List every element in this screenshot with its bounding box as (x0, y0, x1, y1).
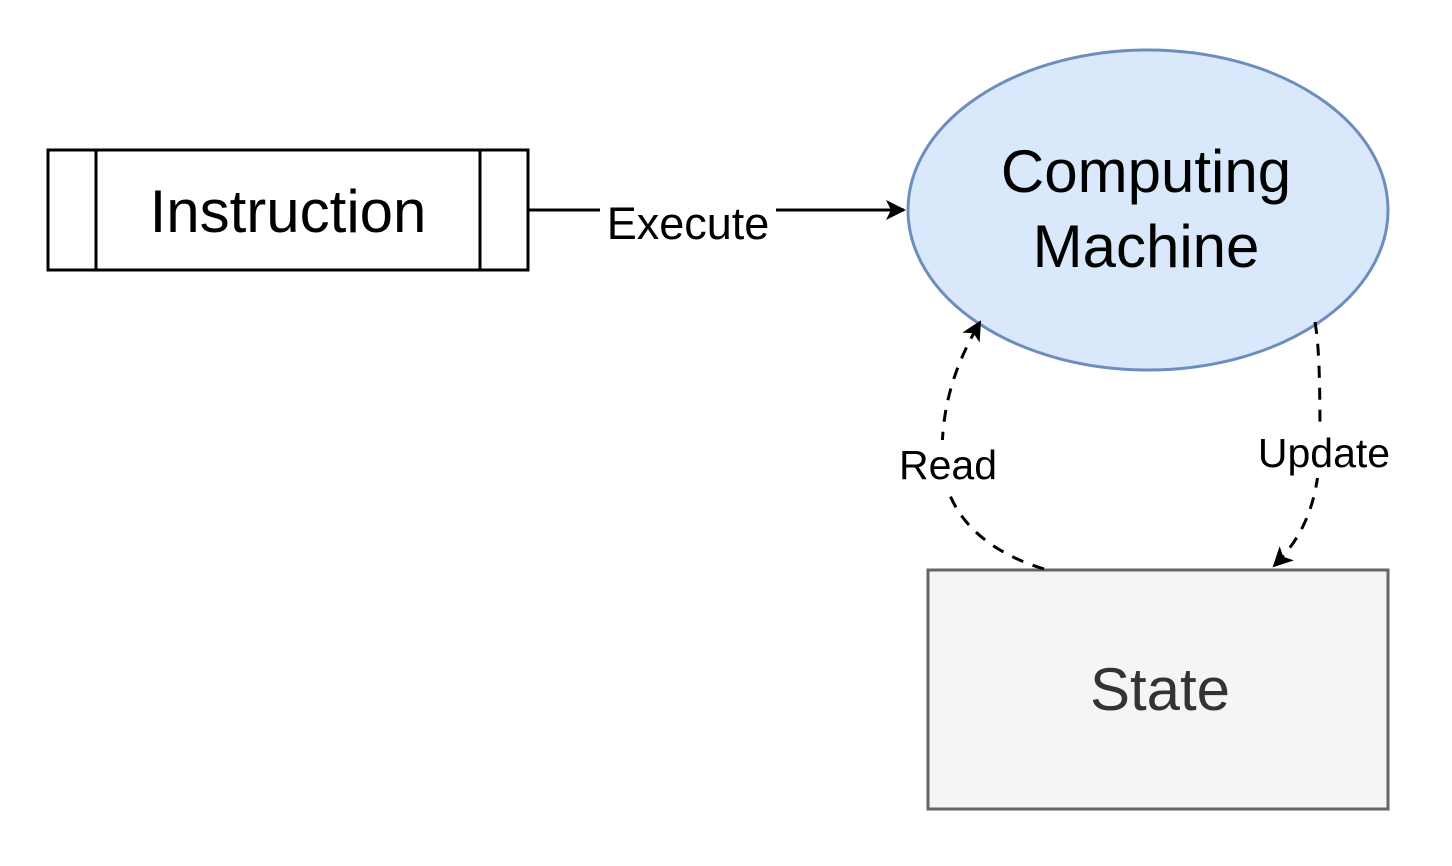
read-label-bg (890, 440, 1006, 490)
computing-machine-ellipse (906, 48, 1390, 372)
computing-machine-node[interactable]: Computing Machine (906, 48, 1390, 372)
instruction-node[interactable]: Instruction (46, 148, 530, 272)
read-label: Read (899, 442, 997, 488)
execute-label-bg (600, 196, 776, 246)
read-edge[interactable]: Read (890, 320, 1045, 571)
update-label: Update (1258, 430, 1390, 476)
computing-machine-label-line1: Computing (1001, 138, 1291, 205)
instruction-label: Instruction (150, 178, 427, 245)
state-box (926, 568, 1390, 811)
computing-machine-label-line2: Machine (1033, 213, 1260, 280)
update-arrow (1272, 321, 1322, 568)
instruction-box (46, 148, 530, 272)
state-label: State (1090, 656, 1230, 723)
state-node[interactable]: State (926, 568, 1390, 811)
execute-label: Execute (607, 198, 770, 249)
update-label-bg (1254, 428, 1394, 478)
update-edge[interactable]: Update (1254, 321, 1394, 568)
execute-edge[interactable]: Execute (529, 196, 906, 249)
